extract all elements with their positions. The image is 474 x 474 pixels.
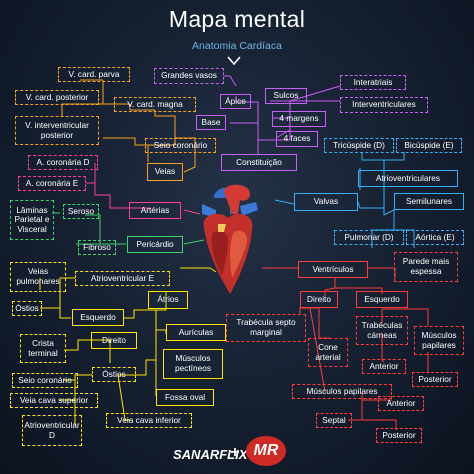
node-trabecula-septo-marginal: Trabécula septo marginal	[226, 314, 306, 342]
node-parede-mais-espessa: Parede mais espessa	[394, 252, 458, 282]
node-ventriculos: Ventrículos	[298, 261, 368, 278]
node-atrioventricular-e: Atrioventricular E	[75, 271, 170, 286]
page-subtitle: Anatomia Cardíaca	[192, 40, 282, 52]
sanarflix-logo: SANARFLIX	[173, 447, 248, 462]
node-v-card-posterior: V. card. posterior	[15, 90, 99, 105]
node-direito-atrio: Direito	[91, 332, 137, 349]
node-interatriais: Interatriais	[340, 75, 406, 90]
node-crista-terminal: Crista terminal	[20, 334, 66, 363]
node-seroso: Seroso	[63, 204, 99, 219]
node-atrios: Átrios	[148, 291, 188, 309]
node-arterias: Artérias	[129, 202, 181, 219]
node-anterior-right: Anterior	[362, 359, 406, 374]
node-ostios-left: Óstios	[12, 301, 42, 316]
node-seio-coronario-bottom: Seio coronário	[12, 373, 78, 388]
node-grandes-vasos: Grandes vasos	[154, 68, 224, 84]
node-musculos-pectineos: Músculos pectíneos	[163, 349, 223, 379]
node-bicuspide-e: Bicúspide (E)	[396, 138, 462, 153]
node-4-margens: 4 margens	[272, 111, 326, 127]
node-fossa-oval: Fossa oval	[156, 389, 214, 406]
node-a-coronaria-d: A. coronária D	[28, 155, 98, 170]
node-v-card-magna: V. card. magna	[114, 97, 196, 112]
node-atrioventricular-d: Atrioventricular D	[22, 415, 82, 446]
node-tricuspide-d: Tricúspide (D)	[324, 138, 394, 153]
node-posterior-right: Posterior	[412, 372, 458, 387]
node-direito-ventriculo: Direito	[300, 291, 338, 308]
node-apice: Ápice	[220, 94, 251, 109]
node-v-card-parva: V. card. parva	[58, 67, 130, 82]
node-a-coronaria-e: A. coronária E	[18, 176, 86, 191]
node-seio-coronario-top: Seio coronário	[145, 138, 216, 153]
node-veia-cava-inferior: Veia cava inferior	[106, 413, 192, 428]
node-veia-cava-superior: Veia cava superior	[10, 393, 98, 408]
node-base: Base	[196, 115, 226, 130]
node-ostios-right: Óstios	[92, 367, 136, 382]
node-posterior-bottom: Posterior	[376, 428, 422, 443]
node-laminas-parietal-visceral: Lâminas Parietal e Visceral	[10, 200, 54, 240]
plus-icon: +	[230, 444, 240, 461]
node-aortica-e: Aórtica (E)	[406, 230, 464, 245]
node-anterior-bottom: Anterior	[378, 396, 424, 411]
node-esquerdo-ventriculo: Esquerdo	[356, 291, 408, 308]
node-fibroso: Fibroso	[78, 240, 116, 255]
chevron-down-icon	[227, 56, 241, 66]
node-constituicao: Constituição	[221, 154, 297, 171]
node-cone-arterial: Cone arterial	[308, 338, 348, 367]
node-sulcos: Sulcos	[265, 88, 307, 104]
node-valvas: Valvas	[294, 193, 358, 211]
node-4-faces: 4 faces	[276, 131, 318, 147]
node-semilunares: Semilunares	[394, 193, 464, 210]
node-esquerdo-atrio: Esquerdo	[72, 309, 124, 326]
node-veias: Veias	[147, 163, 183, 181]
heart-illustration	[202, 184, 258, 294]
node-interventriculares: Interventriculares	[340, 97, 428, 113]
node-trabeculas-carneas: Trabéculas cárneas	[356, 316, 408, 345]
page-title: Mapa mental	[168, 6, 306, 32]
node-atrioventriculares: Atrioventriculares	[358, 170, 458, 187]
node-pulmonar-d: Pulmonar (D)	[334, 230, 404, 245]
node-septal: Septal	[316, 413, 352, 428]
node-pericardio: Pericárdio	[127, 236, 183, 253]
node-musculos-papilares-bottom: Músculos papilares	[292, 384, 392, 399]
node-auriculas: Aurículas	[166, 324, 226, 341]
node-musculos-papilares-right: Músculos papilares	[414, 326, 464, 355]
node-veias-pulmonares: Veias pulmonares	[10, 262, 66, 292]
node-v-interventricular-posterior: V. interventricular posterior	[15, 116, 99, 145]
mr-logo: MR	[246, 436, 286, 466]
